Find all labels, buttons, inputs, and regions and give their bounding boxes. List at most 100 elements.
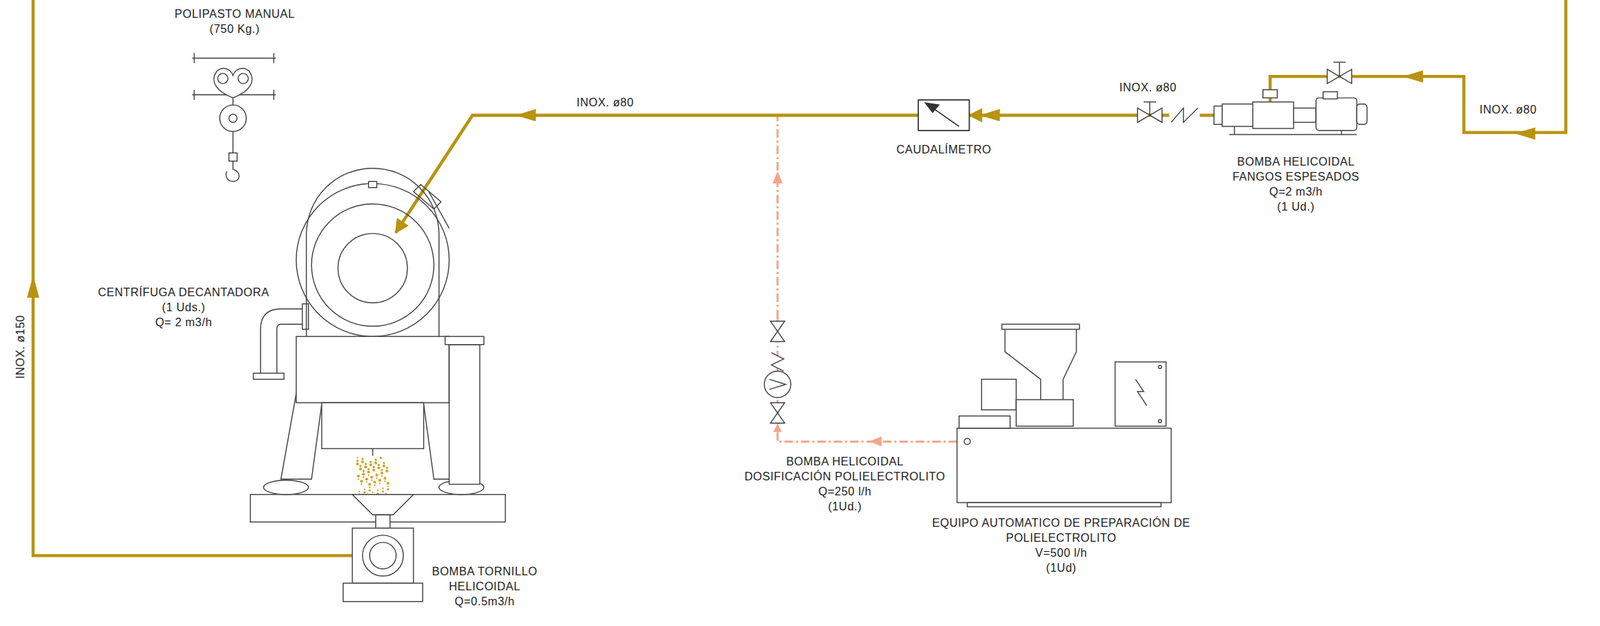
- screw-pump-symbol: [351, 528, 414, 584]
- polymer-unit-symbol: [967, 502, 1161, 507]
- dewatered-sludge: [381, 475, 383, 477]
- sludge-pipe: [1270, 0, 1566, 133]
- check-valve: [1169, 107, 1201, 123]
- dewatered-sludge: [359, 467, 362, 471]
- hoist-symbol: [214, 68, 253, 98]
- centrifuge-symbol: [368, 181, 377, 188]
- dosing-arrow: [869, 436, 882, 447]
- label-line: DOSIFICACIÓN POLIELECTROLITO: [744, 469, 946, 485]
- dewatered-sludge: [367, 474, 370, 476]
- equipment-label: EQUIPO AUTOMATICO DE PREPARACIÓN DE POLI…: [932, 515, 1191, 576]
- hoist-symbol: [232, 131, 234, 153]
- dewatered-sludge: [376, 489, 379, 492]
- sludge-pump-symbol: [1229, 134, 1358, 135]
- screw-pump-symbol: [351, 494, 414, 516]
- polymer-unit-symbol: [981, 379, 1017, 410]
- centrifuge-symbol: [260, 309, 307, 376]
- dewatered-sludge: [369, 460, 372, 463]
- polymer-unit-symbol: [1135, 379, 1147, 406]
- centrifuge-symbol: [337, 233, 407, 303]
- dosing-line: [777, 424, 958, 442]
- flowmeter-symbol: [918, 99, 969, 131]
- dewatered-sludge: [369, 486, 371, 489]
- gate-valve: [1149, 102, 1151, 116]
- polymer-unit-symbol: [1001, 324, 1080, 330]
- polymer-unit-symbol: [1158, 365, 1162, 369]
- centrifuge-symbol: [296, 336, 450, 403]
- label-line: V=500 l/h: [932, 545, 1191, 561]
- centrifuge-symbol: [296, 183, 450, 337]
- equipment-label: BOMBA HELICOIDAL FANGOS ESPESADOS Q=2 m3…: [1232, 154, 1360, 215]
- sludge-pump-symbol: [1322, 92, 1338, 100]
- polymer-unit-symbol: [1115, 361, 1166, 427]
- dewatered-sludge: [381, 490, 385, 493]
- label-line: (1Ud.): [744, 499, 946, 515]
- dewatered-sludge: [378, 479, 382, 482]
- hoist-symbol: [192, 52, 276, 182]
- screw-pump-symbol: [343, 494, 423, 602]
- sludge-pump-symbol: [1340, 130, 1342, 135]
- label-line: BOMBA HELICOIDAL: [744, 454, 946, 470]
- sludge-pump-symbol: [1253, 102, 1294, 129]
- polymer-unit-symbol: [958, 416, 1010, 429]
- hoist-symbol: [273, 89, 275, 100]
- dewatered-sludge: [372, 466, 375, 469]
- dewatered-sludge: [374, 461, 377, 465]
- hoist-symbol: [229, 114, 238, 123]
- centrifuge-symbol: [250, 168, 506, 523]
- centrifuge-symbol: [311, 204, 434, 327]
- label-line: CENTRÍFUGA DECANTADORA: [97, 284, 270, 300]
- screw-pump: BOMBA TORNILLO HELICOIDAL Q=0.5m3/h: [351, 528, 414, 584]
- sludge-pump-symbol: [1213, 106, 1222, 125]
- dewatered-sludge: [373, 481, 377, 485]
- dewatered-sludge: [374, 459, 377, 462]
- dosing-pump-symbol: [769, 379, 787, 390]
- dewatered-sludge: [361, 460, 365, 464]
- dewatered-sludge: [375, 474, 379, 477]
- dewatered-sludge: [382, 461, 385, 465]
- dewatered-sludge: [365, 481, 367, 483]
- dewatered-sludge: [385, 466, 388, 470]
- dewatered-sludge: [363, 491, 366, 494]
- centrifuge-symbol: [253, 373, 285, 380]
- flow-arrow: [1402, 70, 1424, 83]
- dewatered-sludge: [368, 482, 372, 486]
- centrifuge-symbol: [371, 448, 373, 456]
- dewatered-sludge: [376, 477, 378, 480]
- dewatered-sludge: [370, 479, 372, 482]
- dosing-pump-symbol: [764, 371, 792, 398]
- dosing-pump-symbol: [771, 352, 784, 372]
- dewatered-sludge: [384, 480, 386, 482]
- centrifuge-symbol: [429, 192, 450, 229]
- label-line: POLIELECTROLITO: [932, 530, 1191, 546]
- flowmeter-symbol: [918, 99, 969, 131]
- dewatered-sludge: [356, 462, 360, 466]
- dewatered-sludge: [356, 459, 359, 462]
- dosing-pump-symbol: [770, 321, 785, 342]
- dewatered-sludge: [380, 469, 383, 472]
- dewatered-sludge: [356, 456, 358, 459]
- dewatered-sludge: [370, 475, 374, 479]
- polymer-unit: EQUIPO AUTOMATICO DE PREPARACIÓN DE POLI…: [957, 326, 1172, 507]
- dewatered-sludge: [367, 467, 370, 470]
- dewatered-sludge: [356, 456, 390, 500]
- dewatered-sludge: [374, 484, 376, 487]
- label-line: HELICOIDAL: [431, 579, 538, 595]
- dewatered-sludge: [377, 464, 380, 467]
- dewatered-sludge: [371, 468, 375, 472]
- centrifuge-symbol: [321, 402, 425, 449]
- centrifuge: CENTRÍFUGA DECANTADORA (1 Uds.) Q= 2 m3/…: [336, 232, 409, 305]
- sludge-pump-symbol: [1356, 104, 1367, 125]
- hoist-symbol: [273, 52, 275, 63]
- pipe-spec: INOX. ø150: [13, 312, 28, 381]
- flow-arrow: [27, 70, 1536, 299]
- sludge-pump-symbol: [1213, 89, 1367, 135]
- dewatered-sludge: [357, 478, 360, 480]
- dewatered-sludge: [386, 481, 390, 485]
- flowmeter: CAUDALÍMETRO: [918, 99, 969, 131]
- flowmeter-symbol: [925, 102, 939, 113]
- dosing-pump: BOMBA HELICOIDAL DOSIFICACIÓN POLIELECTR…: [763, 318, 792, 425]
- equipment-label: POLIPASTO MANUAL (750 Kg.): [174, 6, 295, 37]
- dewatered-sludge: [362, 469, 365, 472]
